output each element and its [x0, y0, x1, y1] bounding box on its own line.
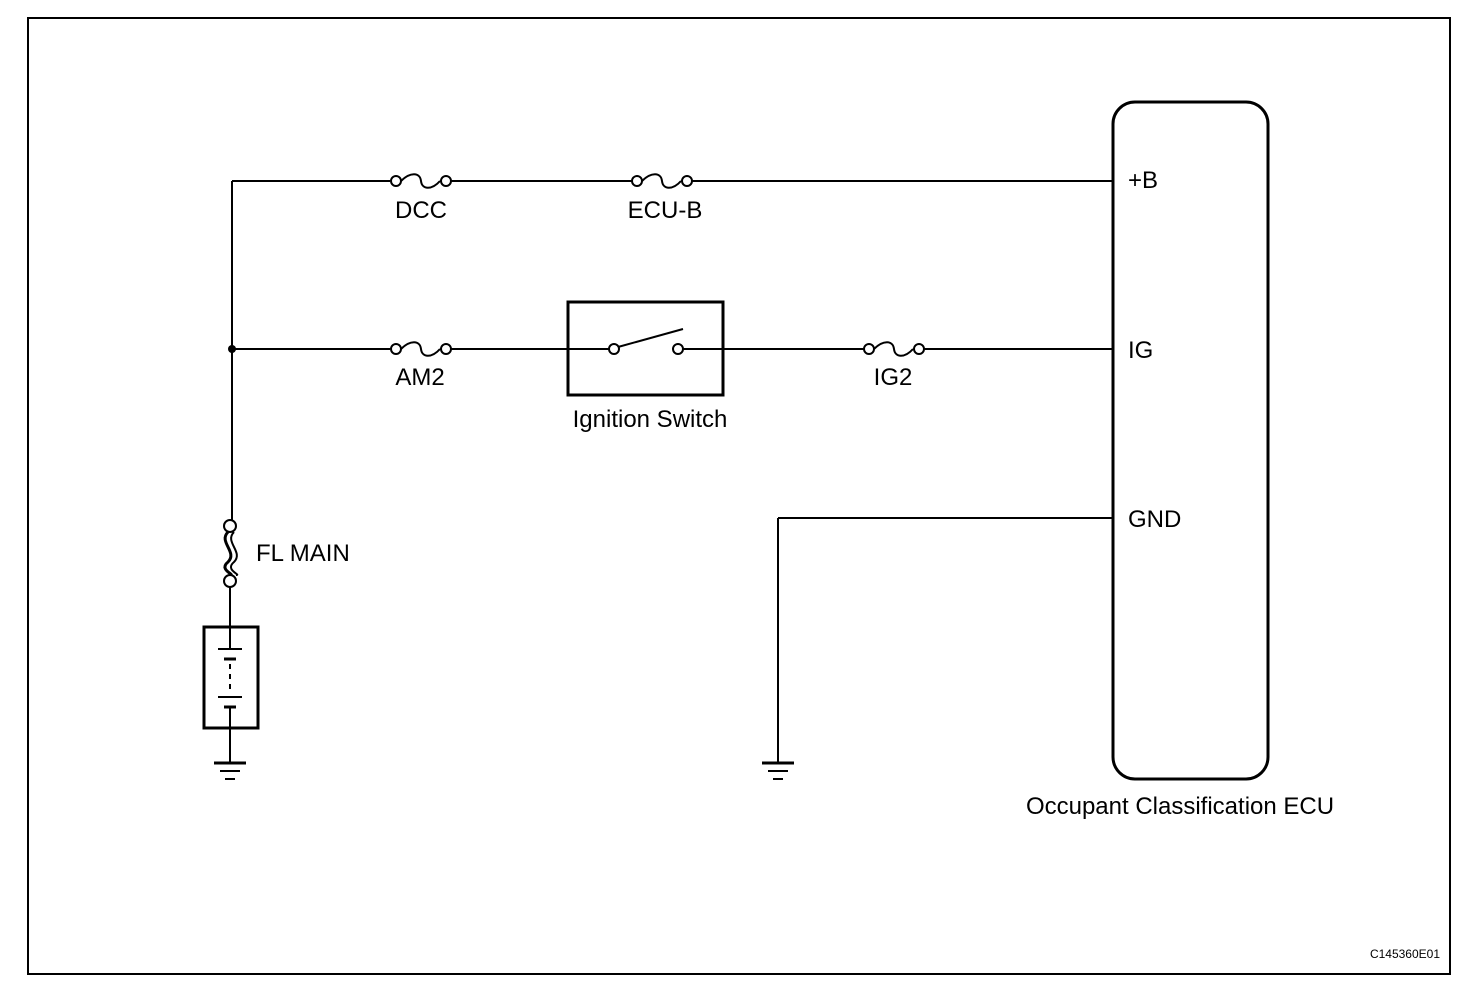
fuse-ecu-b-symbol: [631, 173, 693, 189]
fuse-am2-label: AM2: [395, 364, 444, 391]
ignition-switch: [566, 300, 725, 397]
ecu-box: [1111, 100, 1270, 781]
ground-icon: [762, 761, 794, 780]
ecu-pin-ig-label: IG: [1128, 337, 1153, 364]
diagram-frame: [27, 17, 1451, 975]
fuse-dcc-label: DCC: [395, 197, 447, 224]
ecu-label: Occupant Classification ECU: [1026, 793, 1334, 820]
fuse-am2-symbol: [390, 341, 452, 357]
ig-circuit: Ignition Switch AM2 IG2: [232, 300, 1113, 433]
ignition-switch-label: Ignition Switch: [573, 406, 728, 433]
figure-code: C145360E01: [1370, 947, 1440, 961]
battery-symbol: [202, 625, 260, 730]
ground-icon: [214, 761, 246, 780]
fuse-dcc-symbol: [390, 173, 452, 189]
fuse-ig2-symbol: [863, 341, 925, 357]
ecu-pin-b-label: +B: [1128, 167, 1158, 194]
fusible-link-fl-main: [223, 519, 239, 588]
b-plus-circuit: DCC ECU-B: [232, 173, 1113, 224]
fuse-fl-main-label: FL MAIN: [256, 540, 350, 567]
gnd-circuit: [777, 517, 1113, 762]
fuse-ecu-b-label: ECU-B: [628, 197, 703, 224]
fuse-ig2-label: IG2: [874, 364, 913, 391]
ecu-pin-gnd-label: GND: [1128, 506, 1181, 533]
